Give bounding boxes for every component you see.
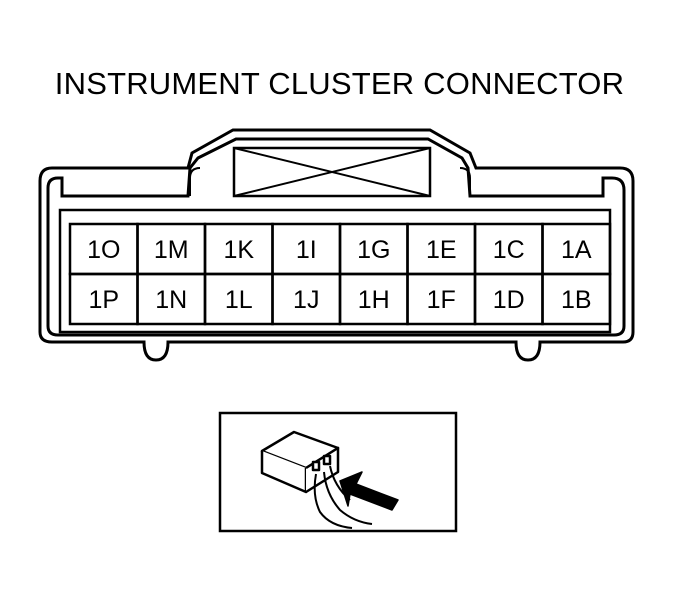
pin-label: 1K <box>223 236 254 264</box>
pin-label: 1N <box>155 286 187 314</box>
pin-label: 1H <box>358 286 390 314</box>
pin-grid: 1O 1M 1K 1I 1G 1E 1C 1A 1P 1N 1L 1J 1H 1F 1D 1B <box>68 222 612 326</box>
pin-label: 1I <box>296 236 317 264</box>
pin-cavity <box>541 272 612 326</box>
pin-label: 1O <box>87 236 120 264</box>
pin-label: 1F <box>427 286 456 314</box>
diagram-title: INSTRUMENT CLUSTER CONNECTOR <box>54 66 625 101</box>
pin-label: 1M <box>154 236 189 264</box>
connector-back-probe-arrow-icon <box>260 430 399 529</box>
connector-housing <box>38 128 635 362</box>
pin-label: 1D <box>493 286 525 314</box>
pin-label: 1E <box>426 236 457 264</box>
pin-label: 1P <box>88 286 119 314</box>
pin-label: 1J <box>293 286 319 314</box>
inset-frame <box>218 411 458 533</box>
pin-label: 1A <box>561 236 592 264</box>
pin-label: 1L <box>225 286 253 314</box>
pin-label: 1G <box>357 236 390 264</box>
pin-label: 1B <box>561 286 592 314</box>
pin-label: 1C <box>493 236 525 264</box>
